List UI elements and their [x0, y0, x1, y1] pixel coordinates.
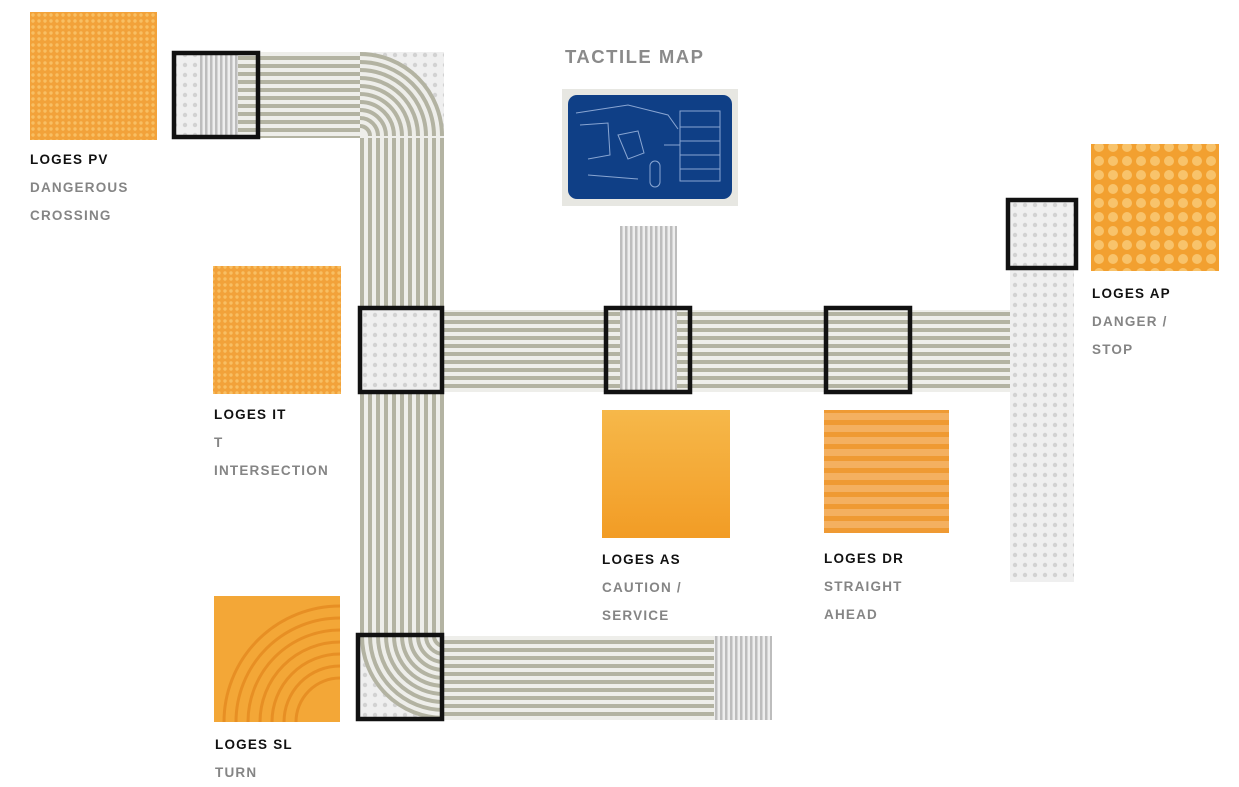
- code-loges-as: LOGES AS: [602, 552, 681, 567]
- service-branch: [620, 226, 677, 310]
- path-corner-top: [359, 52, 444, 138]
- code-loges-it: LOGES IT: [214, 407, 287, 422]
- desc-loges-dr-2: AHEAD: [824, 607, 879, 622]
- swatch-loges-it: [213, 266, 341, 394]
- swatch-loges-as: [602, 410, 730, 538]
- intersection-dots: [360, 310, 444, 392]
- danger-stop-strip: [1010, 200, 1074, 582]
- label-loges-it: LOGES IT T INTERSECTION: [214, 401, 329, 485]
- label-loges-sl: LOGES SL TURN: [215, 731, 293, 787]
- label-loges-dr: LOGES DR STRAIGHT AHEAD: [824, 545, 904, 629]
- path-end-stripes: [714, 636, 772, 720]
- code-loges-pv: LOGES PV: [30, 152, 109, 167]
- desc-loges-ap-2: STOP: [1092, 342, 1134, 357]
- path-segment-horizontal: [444, 310, 1010, 392]
- swatch-loges-pv: [30, 12, 157, 140]
- code-loges-dr: LOGES DR: [824, 551, 905, 566]
- crossing-stripes: [198, 52, 238, 138]
- desc-loges-it-1: T: [214, 435, 224, 450]
- label-loges-pv: LOGES PV DANGEROUS CROSSING: [30, 146, 129, 230]
- desc-loges-sl-1: TURN: [215, 765, 258, 780]
- service-crossing: [620, 310, 677, 392]
- tactile-map-screen: [568, 95, 732, 199]
- path-segment-vertical-upper: [360, 138, 444, 310]
- swatch-loges-ap: [1091, 144, 1219, 271]
- code-loges-ap: LOGES AP: [1092, 286, 1171, 301]
- label-loges-as: LOGES AS CAUTION / SERVICE: [602, 546, 682, 630]
- highlight-box-pv: [171, 50, 261, 140]
- path-segment-bottom: [444, 636, 714, 720]
- path-segment-vertical-lower: [360, 392, 444, 636]
- highlight-box-dr: [823, 305, 913, 395]
- swatch-loges-dr: [824, 410, 949, 533]
- highlight-box-ap: [1005, 197, 1079, 271]
- desc-loges-pv-2: CROSSING: [30, 208, 112, 223]
- desc-loges-as-2: SERVICE: [602, 608, 670, 623]
- swatch-loges-sl: [214, 596, 341, 723]
- desc-loges-as-1: CAUTION /: [602, 580, 682, 595]
- tactile-map-heading: TACTILE MAP: [565, 46, 705, 67]
- highlight-box-sl: [355, 632, 445, 722]
- tactile-map-image: [562, 89, 738, 206]
- highlight-box-as: [603, 305, 693, 395]
- path-corner-bottom: [360, 635, 445, 720]
- desc-loges-it-2: INTERSECTION: [214, 463, 329, 478]
- warning-dots-strip: [172, 52, 198, 138]
- desc-loges-pv-1: DANGEROUS: [30, 180, 129, 195]
- code-loges-sl: LOGES SL: [215, 737, 293, 752]
- label-loges-ap: LOGES AP DANGER / STOP: [1092, 280, 1171, 364]
- desc-loges-ap-1: DANGER /: [1092, 314, 1168, 329]
- desc-loges-dr-1: STRAIGHT: [824, 579, 903, 594]
- highlight-box-it: [357, 305, 445, 395]
